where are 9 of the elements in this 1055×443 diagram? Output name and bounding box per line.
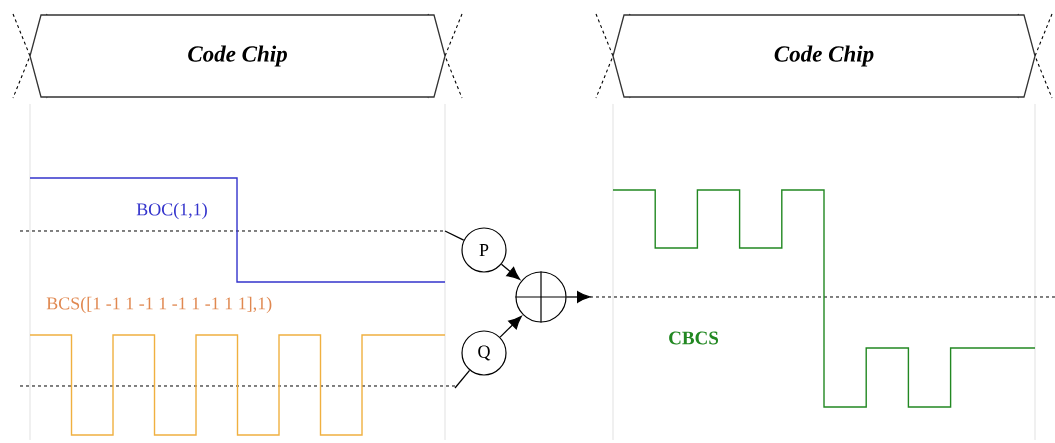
summing-junction (514, 270, 568, 324)
arrow (565, 291, 591, 303)
arrow (499, 315, 522, 338)
signal-label: BOC(1,1) (136, 202, 207, 220)
signal-label: CBCS (669, 331, 719, 345)
code-chip-box: Code Chip (612, 14, 1036, 98)
code-chip-box: Code Chip (29, 14, 446, 98)
signal-label: BCS([1 -1 1 -1 1 -1 1 -1 1 1],1) (46, 296, 272, 314)
arrow (500, 263, 521, 280)
